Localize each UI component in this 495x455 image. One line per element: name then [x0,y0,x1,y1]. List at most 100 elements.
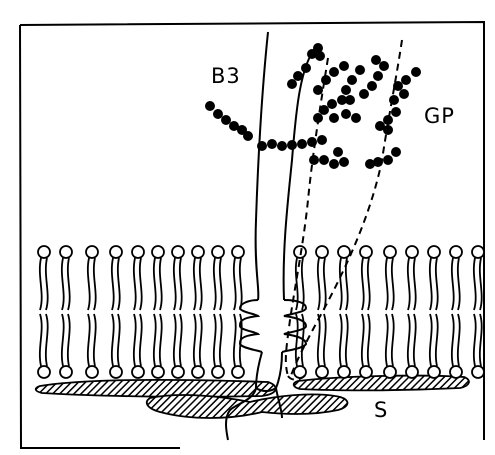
lipid-head [428,366,440,378]
lipid-head [172,246,184,258]
sugar-bead [351,113,361,123]
lipid-tail [200,258,202,310]
carbohydrate-chains [205,43,421,169]
lipid-tail [134,314,136,366]
lipid-tail [234,258,236,310]
lipid-tail [240,258,242,310]
lipid-head [60,246,72,258]
lipid-tail [474,258,476,310]
lipid-tail [200,314,202,366]
lipid-head [86,246,98,258]
lipid-head [360,246,372,258]
lipid-tail [234,314,236,366]
lipid-head [472,246,484,258]
label-b3: B3 [211,64,241,88]
lipid-tail [214,314,216,366]
lipid-tail [408,258,410,310]
lipid-head [450,246,462,258]
lipid-tail [318,314,320,366]
lipid-tail [46,314,48,366]
sugar-bead [389,95,399,105]
sugar-bead [411,67,421,77]
lipid-tail [220,258,222,310]
lipid-tail [140,258,142,310]
lipid-tail [140,314,142,366]
lipid-tail [324,258,326,310]
lipid-head [192,246,204,258]
lipid-tail [436,258,438,310]
lipid-tail [392,258,394,310]
lipid-tail [160,258,162,310]
sugar-bead [329,113,339,123]
lipid-tail [408,314,410,366]
lipid-head [360,366,372,378]
lipid-tail [134,258,136,310]
lipid-head [406,366,418,378]
sugar-bead [341,109,351,119]
sugar-bead [301,63,311,73]
sugar-bead [333,147,343,157]
lipid-tail [40,258,42,310]
lipid-tail [180,314,182,366]
sugar-bead [297,139,307,149]
sugar-bead [393,81,403,91]
lipid-head [316,246,328,258]
sugar-bead [365,159,375,169]
sugar-bead [287,79,297,89]
sugar-bead [355,65,365,75]
sugar-bead [317,135,327,145]
lipid-tail [94,258,96,310]
sugar-bead [313,113,323,123]
sugar-bead [373,71,383,81]
lipid-tail [362,258,364,310]
sugar-bead [243,131,253,141]
sugar-bead [379,61,389,71]
sugar-bead [307,137,317,147]
lipid-tail [368,314,370,366]
sugar-bead [257,141,267,151]
lipid-tail [68,258,70,310]
lipid-tail [68,314,70,366]
lipid-head [110,366,122,378]
sugar-bead [399,89,409,99]
lipid-tail [112,314,114,366]
lipid-head [338,246,350,258]
sugar-bead [391,107,401,117]
lipid-tail [452,314,454,366]
lipid-tail [118,314,120,366]
sugar-bead [315,51,325,61]
lipid-head [86,366,98,378]
lipid-tail [180,258,182,310]
lipid-tail [340,258,342,310]
sugar-bead [319,105,329,115]
sugar-bead [339,61,349,71]
lipid-tail [458,258,460,310]
lipid-tail [174,258,176,310]
lipid-tail [324,314,326,366]
lipid-tail [414,314,416,366]
lipid-head [232,246,244,258]
lipid-head [132,246,144,258]
lipid-tail [112,258,114,310]
sugar-bead [321,75,331,85]
lipid-head [428,246,440,258]
lipid-tail [194,258,196,310]
lipid-tail [194,314,196,366]
sugar-bead [401,75,411,85]
lipid-head [110,246,122,258]
lipid-tail [346,314,348,366]
sugar-bead [205,101,215,111]
lipid-head [450,366,462,378]
sugar-bead [329,159,339,169]
lipid-tail [340,314,342,366]
lipid-tail [368,258,370,310]
lipid-tail [430,258,432,310]
lipid-tail [160,314,162,366]
lipid-head [38,246,50,258]
lipid-head [384,366,396,378]
sugar-bead [383,125,393,135]
sugar-bead [347,75,357,85]
lipid-tail [88,314,90,366]
sugar-bead [329,67,339,77]
sugar-bead [383,115,393,125]
